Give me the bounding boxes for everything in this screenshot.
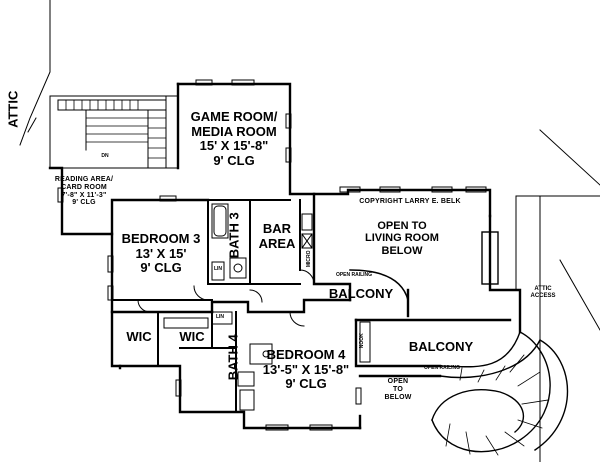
- stair-down-label: DN: [101, 153, 109, 159]
- reading-area-size: 7'-8" X 11'-3": [61, 191, 107, 199]
- spiral-stair: [431, 331, 569, 453]
- bedroom3-ceiling: 9' CLG: [140, 260, 182, 276]
- attic-boundary: [19, 0, 51, 146]
- bedroom3-size: 13' X 15': [135, 245, 187, 261]
- bedroom3-label: BEDROOM 3 13' X 15' 9' CLG: [116, 231, 206, 276]
- open-to-below-line-2: TO: [393, 385, 403, 393]
- bar-area-label: BAR AREA: [254, 221, 300, 251]
- bar-area-name-2: AREA: [258, 235, 296, 251]
- balcony-label-lower: BALCONY: [408, 339, 474, 354]
- reading-area-name-2: CARD ROOM: [61, 183, 107, 191]
- attic-access-line-2: ACCESS: [530, 292, 556, 299]
- bath3-label: BATH 3: [226, 212, 242, 259]
- right-side-boundaries: [515, 129, 600, 462]
- stair-treads: [65, 99, 167, 159]
- attic-wall-diagonal: [27, 117, 37, 133]
- attic-access-label: ATTIC ACCESS: [526, 286, 560, 299]
- nook-label: NOOK: [359, 333, 366, 349]
- balcony-open-railing: [349, 269, 409, 301]
- game-room-name-1: GAME ROOM/: [190, 109, 278, 124]
- windows: [57, 79, 487, 431]
- reading-area-name-1: READING AREA/: [54, 176, 114, 183]
- linen-closet-label-bath3: LIN: [213, 266, 223, 272]
- fixtures: [163, 203, 371, 411]
- reading-area-ceiling: 9' CLG: [72, 199, 96, 207]
- open-railing-label-upper: OPEN RAILING: [335, 272, 373, 278]
- bedroom3-name: BEDROOM 3: [121, 231, 201, 246]
- linen-closet-label-bath4: LIN: [215, 314, 225, 320]
- copyright-label: COPYRIGHT LARRY E. BELK: [359, 198, 461, 205]
- spiral-stair-treads: [445, 354, 549, 456]
- bedroom4-size: 13'-5" X 15'-8": [262, 361, 350, 377]
- game-room-ceiling: 9' CLG: [213, 152, 255, 168]
- balcony-label-upper: BALCONY: [328, 286, 394, 301]
- open-to-living-label: OPEN TO LIVING ROOM BELOW: [352, 220, 452, 257]
- bedroom4-name: BEDROOM 4: [266, 347, 346, 362]
- open-to-living-line-1: OPEN TO: [377, 220, 427, 232]
- door-swings: [137, 269, 315, 327]
- open-to-below-label: OPEN TO BELOW: [378, 378, 418, 401]
- fireplace-pier: [481, 231, 499, 285]
- game-room-name-2: MEDIA ROOM: [191, 123, 277, 139]
- open-railing-label-lower: OPEN RAILING: [423, 365, 461, 371]
- bedroom4-label: BEDROOM 4 13'-5" X 15'-8" 9' CLG: [256, 347, 356, 392]
- open-to-living-line-2: LIVING ROOM: [365, 232, 439, 245]
- bar-area-name-1: BAR: [262, 221, 292, 236]
- open-to-below-line-3: BELOW: [384, 393, 412, 401]
- attic-access-line-1: ATTIC: [534, 286, 552, 292]
- open-to-living-line-3: BELOW: [381, 244, 423, 257]
- reading-area-label: READING AREA/ CARD ROOM 7'-8" X 11'-3" 9…: [48, 176, 120, 207]
- wic-label-right: WIC: [179, 329, 205, 344]
- microwave-label: MICRO: [306, 250, 313, 268]
- open-to-below-line-1: OPEN: [387, 378, 409, 385]
- bath4-label: BATH 4: [225, 334, 241, 381]
- game-room-label: GAME ROOM/ MEDIA ROOM 15' X 15'-8" 9' CL…: [182, 109, 286, 168]
- wic-label-left: WIC: [126, 329, 152, 344]
- game-room-size: 15' X 15'-8": [199, 138, 269, 154]
- bedroom4-ceiling: 9' CLG: [285, 376, 327, 392]
- attic-label-left: ATTIC: [5, 90, 21, 128]
